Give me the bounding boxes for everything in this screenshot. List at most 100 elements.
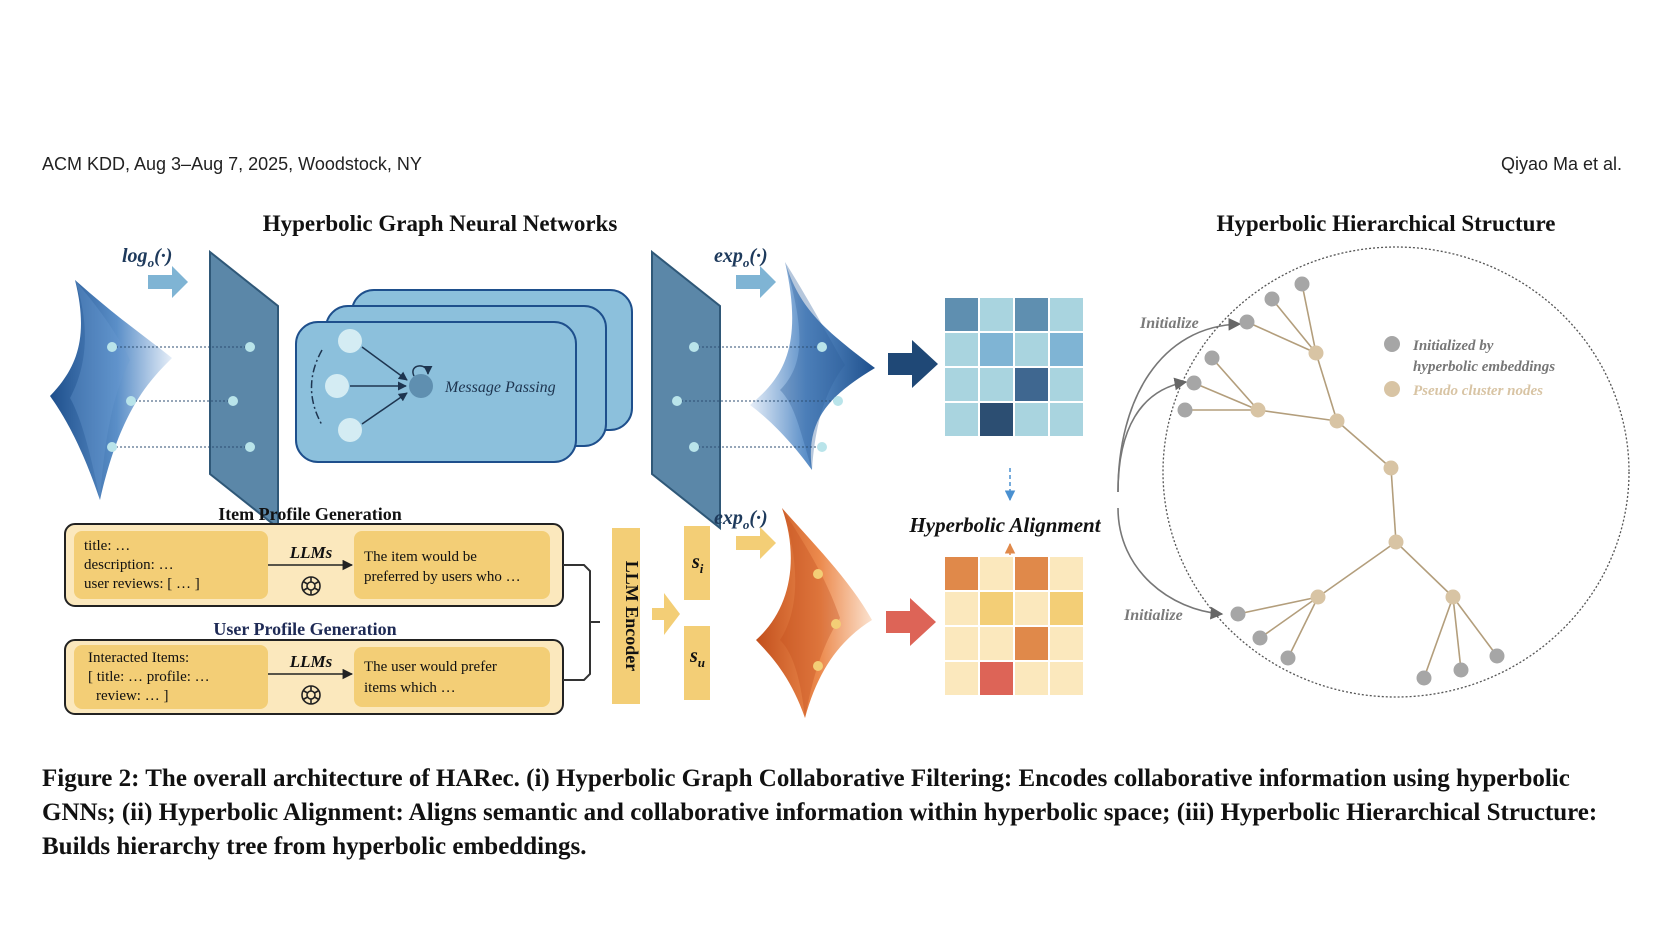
matrix-cell: [1048, 625, 1085, 662]
architecture-figure: Hyperbolic Graph Neural Networks logo(·)…: [50, 211, 1630, 718]
matrix-cell: [943, 625, 980, 662]
svg-text:expo(·): expo(·): [714, 507, 768, 532]
matrix-cell: [978, 331, 1015, 368]
embedding-links-right: [677, 346, 838, 448]
hyperbolic-manifold-left: [50, 280, 172, 500]
exp-arrow-bottom: [736, 527, 776, 559]
matrix-cell: [1013, 331, 1050, 368]
legend-dot-pseudo: [1384, 381, 1400, 397]
item-input-line-2: description: …: [84, 557, 174, 573]
hyperbolic-manifold-semantic: [756, 508, 872, 718]
figure-caption: Figure 2: The overall architecture of HA…: [42, 765, 1598, 860]
semantic-arrow: [886, 598, 936, 646]
matrix-cell: [943, 366, 980, 403]
hier-title: Hyperbolic Hierarchical Structure: [1217, 211, 1556, 236]
user-input-line-1: Interacted Items:: [88, 650, 189, 666]
llm-logo-icon: [301, 685, 321, 705]
profile-bracket: [563, 564, 600, 681]
llm-logo-icon: [301, 576, 321, 596]
matrix-cell: [1048, 660, 1085, 697]
user-profile-box: Interacted Items: [ title: … profile: … …: [64, 639, 564, 715]
matrix-cell: [1013, 625, 1050, 662]
matrix-cell: [978, 555, 1015, 592]
collaborative-matrix: [943, 296, 1085, 438]
s-u-label: su: [689, 645, 705, 670]
tree-edges: [1185, 283, 1498, 679]
legend-pseudo: Pseudo cluster nodes: [1413, 383, 1543, 399]
matrix-cell: [1048, 555, 1085, 592]
matrix-cell: [943, 590, 980, 627]
tangent-plane-right: [651, 249, 721, 531]
exp-map-label-bottom: expo(·): [714, 507, 768, 532]
legend-initialized-line2: hyperbolic embeddings: [1413, 359, 1555, 375]
user-input-line-2: [ title: … profile: …: [88, 669, 210, 685]
poincare-disk: [1162, 246, 1630, 698]
exp-arrow-top: [736, 266, 776, 298]
matrix-cell: [1013, 401, 1050, 438]
matrix-cell: [1013, 660, 1050, 697]
message-passing-panels: Message Passing: [295, 289, 633, 463]
item-profile-box: title: … description: … user reviews: [ …: [64, 523, 564, 607]
item-input-line-3: user reviews: [ … ]: [84, 576, 200, 592]
tangent-plane-left: [209, 249, 279, 531]
initialize-arrow-2: [1117, 377, 1188, 493]
item-profile-title: Item Profile Generation: [218, 504, 402, 524]
exp-map-label-top: expo(·): [714, 245, 768, 270]
matrix-cell: [1048, 296, 1085, 333]
encoder-arrow: [652, 593, 680, 635]
user-llms-label: LLMs: [289, 652, 333, 671]
log-map-label: logo(·): [122, 245, 172, 270]
item-output-line-1: The item would be: [364, 549, 477, 565]
matrix-cell: [978, 401, 1015, 438]
matrix-cell: [978, 660, 1015, 697]
llm-encoder-label: LLM Encoder: [622, 561, 642, 672]
matrix-cell: [943, 401, 980, 438]
svg-text:expo(·): expo(·): [714, 245, 768, 270]
semantic-matrix: [943, 555, 1085, 697]
item-output-line-2: preferred by users who …: [364, 569, 521, 585]
matrix-cell: [943, 555, 980, 592]
user-output-line-1: The user would prefer: [364, 659, 497, 675]
matrix-cell: [943, 296, 980, 333]
user-profile-title: User Profile Generation: [213, 619, 396, 639]
legend-initialized-line1: Initialized by: [1412, 338, 1494, 354]
matrix-cell: [978, 625, 1015, 662]
item-llms-label: LLMs: [289, 543, 333, 562]
matrix-cell: [1013, 555, 1050, 592]
llm-encoder-box: [612, 528, 640, 704]
initialize-top-label: Initialize: [1139, 315, 1199, 332]
user-output-line-2: items which …: [364, 680, 456, 696]
matrix-cell: [1013, 590, 1050, 627]
matrix-cell: [1013, 296, 1050, 333]
running-header-venue: ACM KDD, Aug 3–Aug 7, 2025, Woodstock, N…: [42, 154, 422, 174]
log-arrow: [148, 266, 188, 298]
s-i-label: si: [691, 551, 704, 576]
matrix-cell: [1048, 366, 1085, 403]
matrix-cell: [1048, 401, 1085, 438]
pseudo-cluster-nodes: [1250, 345, 1461, 605]
gnn-title: Hyperbolic Graph Neural Networks: [263, 211, 618, 236]
alignment-label: Hyperbolic Alignment: [908, 513, 1101, 537]
item-input-line-1: title: …: [84, 538, 130, 554]
initialize-arrow-3: [1117, 507, 1224, 620]
matrix-cell: [943, 660, 980, 697]
matrix-cell: [1048, 331, 1085, 368]
s-u-box: [684, 626, 710, 700]
tree-legend: Initialized by hyperbolic embeddings Pse…: [1384, 336, 1555, 399]
svg-text:logo(·): logo(·): [122, 245, 172, 270]
initialize-bottom-label: Initialize: [1123, 607, 1183, 624]
matrix-cell: [1013, 366, 1050, 403]
s-i-box: [684, 526, 710, 600]
matrix-cell: [943, 331, 980, 368]
matrix-cell: [978, 296, 1015, 333]
embedding-nodes-right: [672, 342, 843, 452]
hyperbolic-manifold-right: [750, 262, 875, 470]
user-input-line-3: review: … ]: [96, 688, 168, 704]
embedding-links-left: [112, 346, 250, 448]
collab-arrow: [888, 340, 938, 388]
initialized-leaf-nodes: [1177, 276, 1505, 686]
running-header-authors: Qiyao Ma et al.: [1500, 154, 1622, 174]
legend-dot-initialized: [1384, 336, 1400, 352]
matrix-cell: [1048, 590, 1085, 627]
matrix-cell: [978, 590, 1015, 627]
